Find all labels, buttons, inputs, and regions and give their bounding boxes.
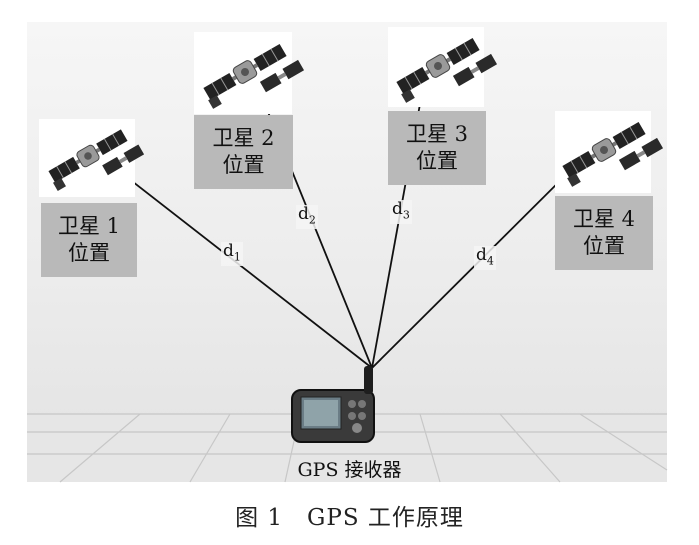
- distance-index: 3: [402, 208, 410, 222]
- distance-letter: d: [298, 204, 309, 224]
- satellite-4-name: 卫星 4: [572, 207, 636, 231]
- satellite-3-position: 位置: [416, 149, 458, 173]
- distance-index: 4: [486, 254, 494, 268]
- satellite-4-label: 卫星 4 位置: [555, 196, 653, 270]
- satellite-3-name: 卫星 3: [405, 122, 469, 146]
- satellite-1-image: [39, 119, 145, 197]
- distance-label-d1: d1: [221, 241, 243, 267]
- figure-caption: 图 1 GPS 工作原理: [235, 505, 464, 531]
- satellite-2-image: [194, 32, 305, 114]
- distance-index: 1: [233, 250, 241, 264]
- satellite-3-label: 卫星 3 位置: [388, 111, 486, 185]
- satellite-2-label: 卫星 2 位置: [194, 115, 293, 189]
- distance-label-d4: d4: [474, 245, 496, 271]
- distance-label-d2: d2: [296, 204, 318, 230]
- distance-letter: d: [392, 199, 403, 219]
- distance-letter: d: [476, 245, 487, 265]
- satellite-1-label: 卫星 1 位置: [41, 203, 137, 277]
- satellite-4-image: [555, 111, 664, 193]
- satellite-2-name: 卫星 2: [212, 126, 275, 150]
- distance-lines: [91, 79, 597, 369]
- distance-index: 2: [308, 213, 316, 227]
- satellite-3-image: [388, 27, 498, 107]
- satellite-1-name: 卫星 1: [57, 214, 121, 238]
- satellite-1-position: 位置: [68, 241, 110, 265]
- distance-label-d3: d3: [390, 199, 412, 225]
- gps-device-icon: [291, 365, 375, 443]
- receiver-label: GPS 接收器: [297, 459, 402, 481]
- satellite-4-position: 位置: [583, 234, 625, 258]
- distance-letter: d: [223, 241, 234, 261]
- satellite-2-position: 位置: [222, 153, 265, 177]
